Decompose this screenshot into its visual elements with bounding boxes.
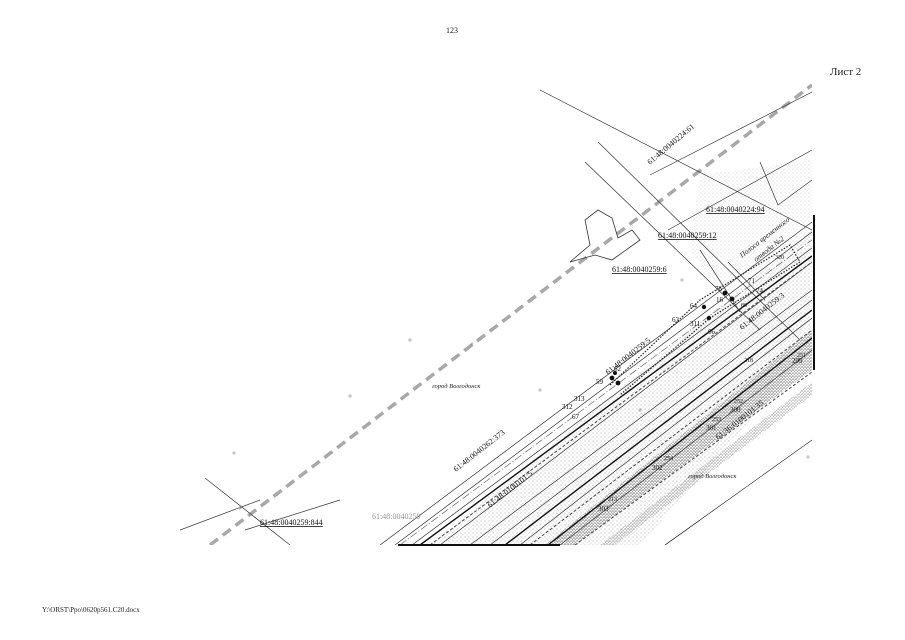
point-number: 59 <box>596 378 604 386</box>
parcel-line <box>667 149 812 231</box>
point-number: 76 <box>715 285 723 293</box>
terrain-band <box>690 160 812 290</box>
parcel-line <box>699 249 741 313</box>
grid-tick <box>638 408 642 412</box>
parcel-line <box>727 261 766 301</box>
grid-tick <box>470 342 474 346</box>
point-number: 71 <box>748 277 756 285</box>
point-number: 303 <box>598 505 609 513</box>
point-number: 312 <box>562 403 573 411</box>
survey-point <box>615 380 621 386</box>
parcel-shape <box>569 209 641 263</box>
grid-line <box>664 519 701 545</box>
point-number: 254 <box>664 456 673 462</box>
point-number: 64 <box>690 302 698 310</box>
grid-tick <box>408 338 412 342</box>
point-number: 66 <box>708 328 716 336</box>
point-number: 311 <box>690 320 701 328</box>
grid-tick <box>238 506 242 510</box>
city-label: город Волгодонск <box>688 473 737 480</box>
road-line <box>519 317 812 545</box>
parcel-label: 61:48:0040224:61 <box>646 122 697 167</box>
parcel-line <box>584 161 761 331</box>
grid-tick <box>680 278 684 282</box>
grid-tick <box>232 451 236 455</box>
terrain-band-dense <box>545 330 812 545</box>
point-number: 16 <box>716 296 724 304</box>
grid-line <box>204 477 291 545</box>
grid-tick <box>348 394 352 398</box>
point-number: 313 <box>574 395 585 403</box>
terrain-band <box>430 230 812 545</box>
match-line-label: Линия совмещения с листом 1 <box>439 548 524 555</box>
point-number: 253 <box>712 417 721 423</box>
point-number: 320 <box>775 255 784 261</box>
external-boundary <box>208 83 812 545</box>
axis-line <box>399 239 812 545</box>
boundary-line <box>504 309 812 545</box>
point-number: 62 <box>614 365 622 373</box>
parcel-line <box>597 141 801 341</box>
dashed-boundary <box>429 261 812 545</box>
boundary-line <box>419 255 812 545</box>
grid-line <box>244 499 341 531</box>
parcel-label: 61:48:0040224:94 <box>706 205 765 214</box>
dashed-boundary <box>574 371 812 545</box>
grid-tick <box>806 455 810 459</box>
page-number: 123 <box>446 26 458 35</box>
parcel-label: 61:48:0040262:373 <box>452 428 507 474</box>
point-number: 300 <box>730 406 741 414</box>
footer-file-path: Y:\ORST\Ppo\0620p561.С20.docx <box>42 606 140 614</box>
road-line <box>411 247 812 545</box>
sheet-label: Лист 2 <box>830 66 862 78</box>
point-number: 299 <box>792 357 803 365</box>
point-number: 251 <box>797 353 806 359</box>
parcel-label: 61:48:0040259 <box>372 512 420 521</box>
parcel-label: 61:48:0040259:844 <box>260 518 323 527</box>
parcel-line <box>759 161 812 206</box>
survey-point <box>729 296 735 302</box>
survey-point <box>706 315 712 321</box>
parcel-line <box>539 89 812 231</box>
point-number: 252 <box>734 399 743 405</box>
road-line <box>559 349 812 545</box>
dashed-boundary <box>529 329 812 545</box>
point-number: 213 <box>608 497 617 503</box>
grid-tick <box>538 388 542 392</box>
point-number: 218 <box>744 358 753 364</box>
grid-line <box>180 499 261 531</box>
road-line <box>379 221 812 545</box>
point-number: 301 <box>706 424 717 432</box>
point-number: 302 <box>652 464 663 472</box>
road-line <box>489 299 812 545</box>
point-number: 63 <box>672 316 680 324</box>
survey-point <box>722 290 728 296</box>
parcel-label: 61:48:0040259:6 <box>612 265 667 274</box>
survey-point <box>701 304 707 310</box>
boundary-line <box>547 337 812 545</box>
terrain-band-dense <box>600 382 812 545</box>
city-label: город Волгодонск <box>432 383 481 390</box>
survey-point <box>609 375 615 381</box>
point-number: 67 <box>572 413 580 421</box>
point-number: 74 <box>756 287 764 295</box>
parcel-line <box>649 91 812 176</box>
road-line <box>469 289 812 545</box>
temporary-strip <box>609 244 801 396</box>
survey-point <box>613 371 617 375</box>
point-number: 80 <box>741 303 747 309</box>
match-line-label: Линия совмещения с листом 3 <box>817 260 824 346</box>
parcel-label: 61:48:0040259:12 <box>658 231 717 240</box>
road-line <box>394 231 812 545</box>
road-line <box>439 261 812 545</box>
